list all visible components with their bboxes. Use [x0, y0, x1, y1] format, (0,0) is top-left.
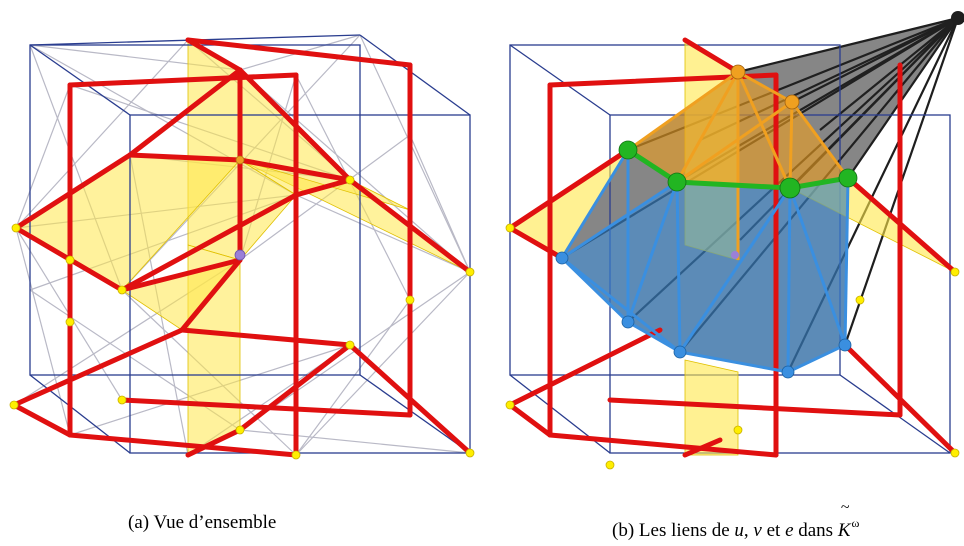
- orange-edges: [627, 70, 850, 260]
- blue-edges: [560, 149, 850, 374]
- caption-b-prefix: (b) Les liens de: [612, 520, 735, 541]
- caption-b-k-tilde-omega: ~ Kω: [837, 499, 860, 543]
- blue-nodes: [555, 251, 852, 379]
- yellow-nodes-b: [505, 223, 960, 470]
- caption-b-dans: dans: [793, 520, 838, 541]
- caption-b-et: et: [761, 520, 786, 541]
- caption-b: (b) Les liens de u, v et e dans ~ Kω: [612, 499, 860, 543]
- apex-node: [951, 11, 964, 25]
- caption-b-sep: ,: [743, 520, 754, 541]
- omega-superscript: ω: [851, 516, 860, 530]
- caption-b-v: v: [753, 520, 762, 541]
- green-nodes: [618, 140, 858, 199]
- panel-b: [505, 11, 964, 470]
- nodes-a: [9, 175, 475, 460]
- caption-b-u: u: [734, 520, 744, 541]
- red-edges-b: [507, 37, 958, 458]
- figure-svg: [9, 11, 964, 470]
- tilde-mark: ~: [840, 499, 850, 516]
- green-path: [625, 147, 851, 191]
- caption-b-e: e: [785, 520, 794, 541]
- caption-a: (a) Vue d’ensemble: [128, 512, 277, 533]
- panel-a: [9, 34, 475, 460]
- orange-node-a: [235, 155, 245, 165]
- k-symbol: K: [837, 520, 851, 541]
- center-node-b: [731, 251, 739, 259]
- red-edges: [11, 37, 473, 458]
- orange-nodes: [730, 64, 800, 110]
- center-node-a: [234, 249, 246, 261]
